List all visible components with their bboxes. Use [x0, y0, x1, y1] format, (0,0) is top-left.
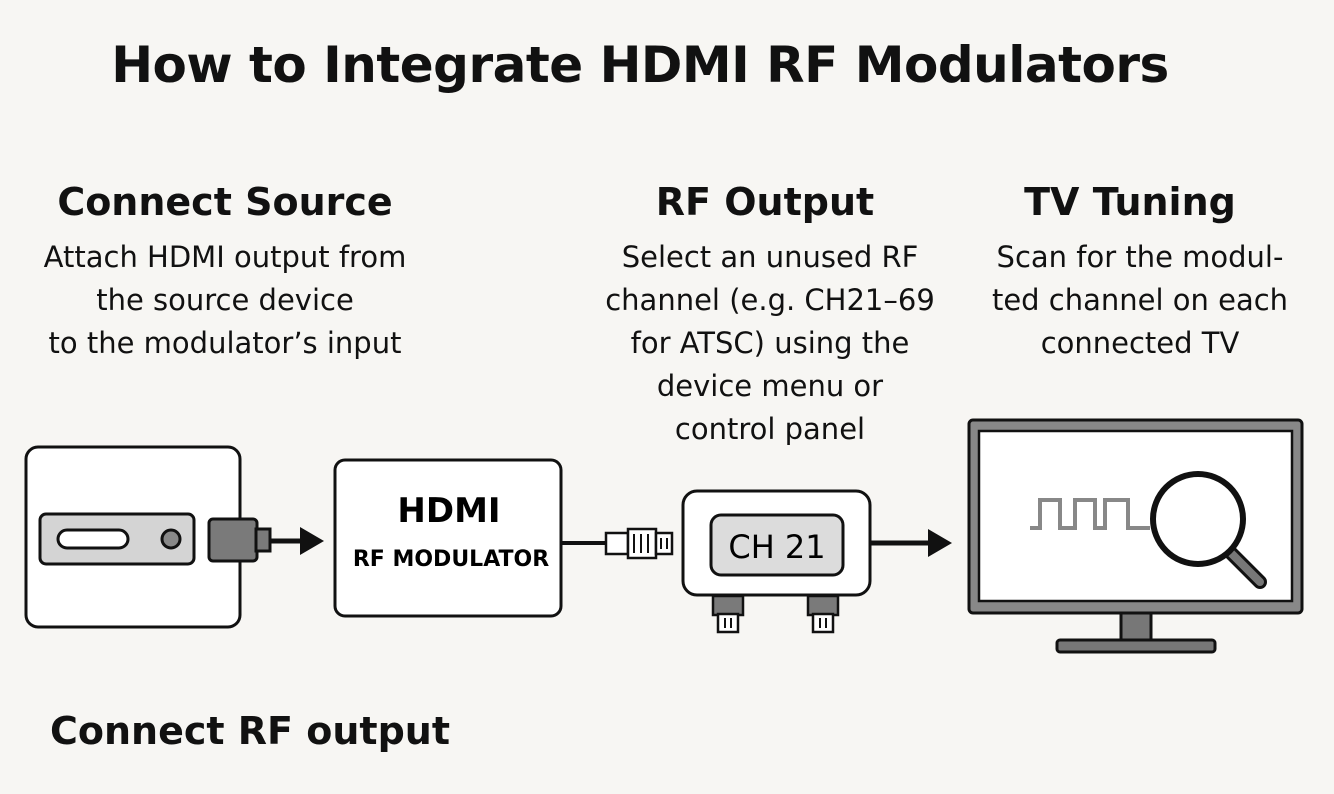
tv-icon [967, 418, 1304, 654]
arrow-right-icon [270, 527, 324, 555]
hdmi-rf-modulator [333, 458, 563, 618]
cable-connector-icon [604, 527, 674, 560]
rf-connector-right-icon [806, 594, 840, 634]
tv-stand-neck [1119, 611, 1153, 643]
step-2-description: Select an unused RF channel (e.g. CH21–6… [605, 240, 935, 446]
bottom-step-label: Connect RF output [50, 709, 450, 753]
step-2-heading: RF Output [655, 180, 875, 224]
hdmi-plug-icon [207, 517, 272, 563]
hdmi-port-icon [56, 528, 130, 550]
modulator-label-line1: HDMI [397, 491, 500, 531]
step-3-description: Scan for the modul- ted channel on each … [991, 240, 1289, 360]
tv-stand-base [1055, 638, 1217, 654]
magnifier-icon [1150, 471, 1267, 589]
source-device [24, 445, 242, 629]
rf-connector-left-icon [711, 594, 745, 634]
step-1-heading: Connect Source [57, 180, 393, 224]
diagram-title: How to Integrate HDMI RF Modulators [111, 36, 1169, 94]
signal-waveform-icon [1030, 498, 1150, 530]
arrow-right-icon [870, 529, 952, 557]
power-led-icon [160, 528, 182, 550]
channel-display-panel [709, 513, 845, 577]
step-3-heading: TV Tuning [1024, 180, 1236, 224]
channel-display-text: CH 21 [728, 528, 825, 566]
modulator-label-line2: RF MODULATOR [353, 547, 549, 572]
step-1-description: Attach HDMI output from the source devic… [43, 240, 407, 360]
